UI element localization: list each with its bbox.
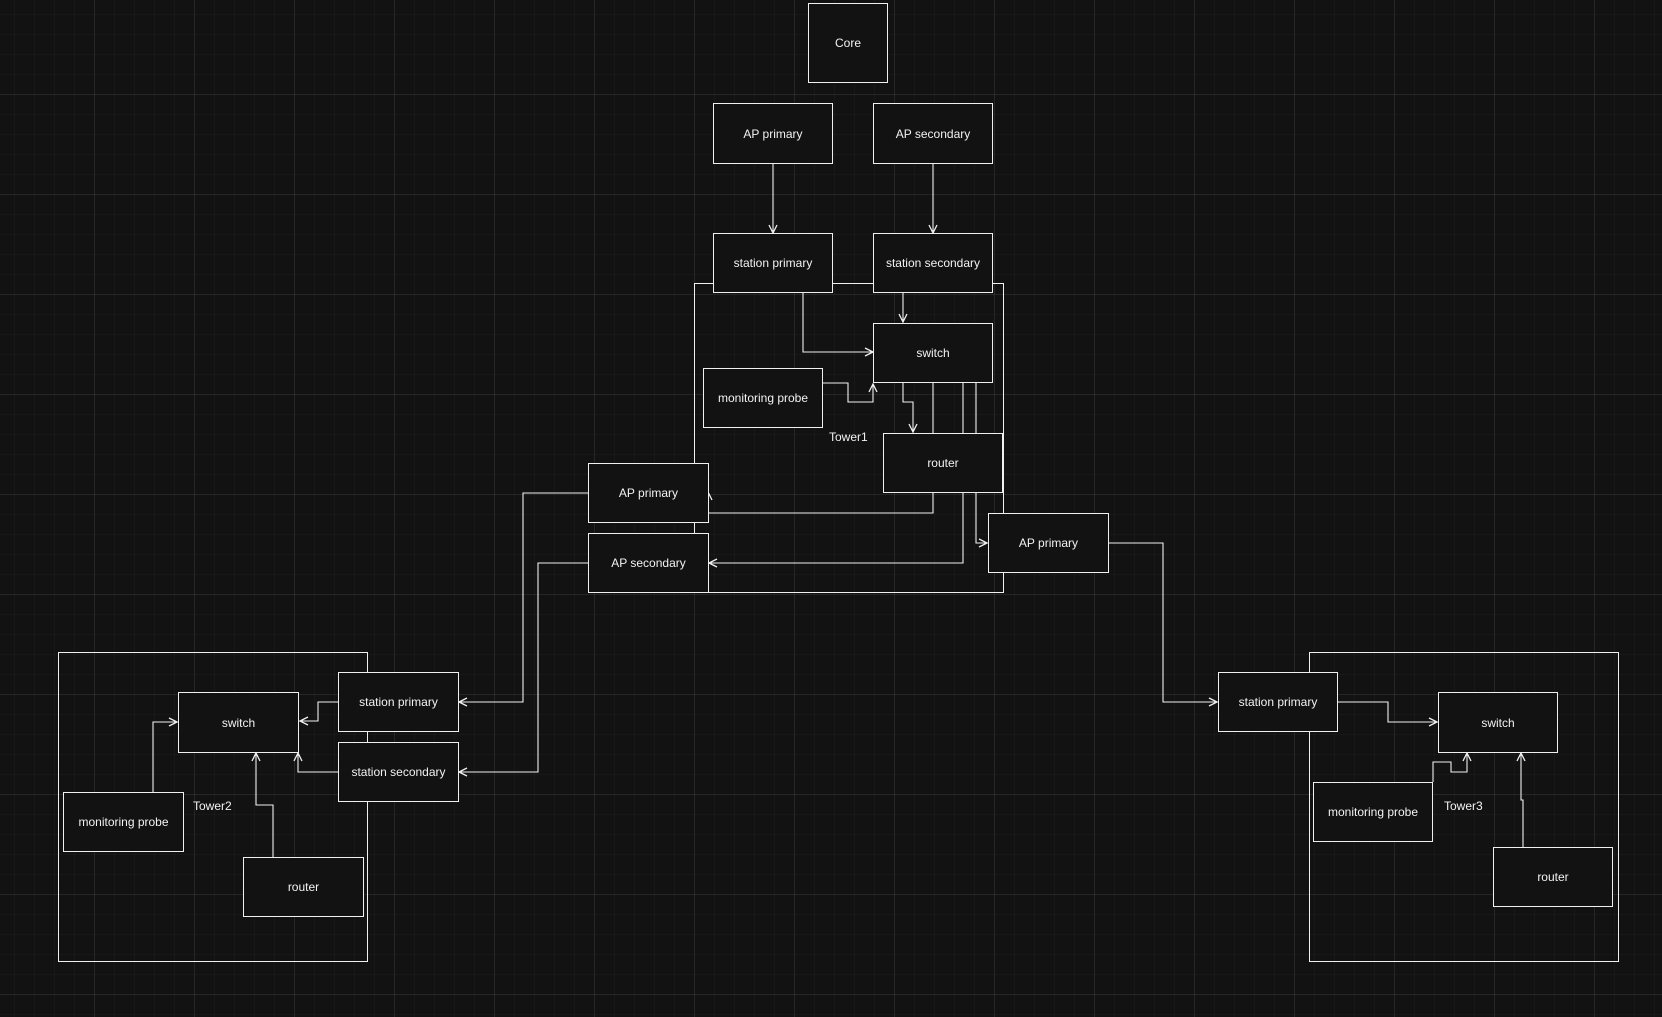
edge-t3-router-to-switch[interactable]	[1521, 753, 1523, 847]
tower2-station-secondary-node[interactable]: station secondary	[338, 742, 459, 802]
edge-t2-station-secondary-to-switch[interactable]	[298, 753, 338, 773]
tower3-label: Tower3	[1444, 799, 1483, 813]
top-ap-secondary-node[interactable]: AP secondary	[873, 103, 993, 164]
tower1-switch-node[interactable]: switch	[873, 323, 993, 383]
edge-t3-probe-to-switch[interactable]	[1432, 753, 1467, 782]
tower2-router-node[interactable]: router	[243, 857, 364, 917]
tower1-router-node[interactable]: router	[883, 433, 1003, 493]
edge-t1-switch-to-router[interactable]	[902, 382, 913, 432]
tower3-group[interactable]	[1309, 652, 1619, 962]
tower1-ap-primary-left-node[interactable]: AP primary	[588, 463, 709, 523]
tower1-ap-secondary-left-node[interactable]: AP secondary	[588, 533, 709, 593]
core-node[interactable]: Core	[808, 3, 888, 83]
tower2-group[interactable]	[58, 652, 368, 962]
tower2-label: Tower2	[193, 799, 232, 813]
tower2-switch-node[interactable]: switch	[178, 692, 299, 753]
tower1-monitoring-probe-node[interactable]: monitoring probe	[703, 368, 823, 428]
tower1-station-secondary-node[interactable]: station secondary	[873, 233, 993, 293]
tower3-switch-node[interactable]: switch	[1438, 692, 1558, 753]
edge-t1-ap-secondary-to-t2-station-secondary[interactable]	[459, 562, 588, 772]
tower1-label: Tower1	[829, 430, 868, 444]
edge-t2-probe-to-switch[interactable]	[152, 722, 177, 792]
edge-t3-station-primary-to-switch[interactable]	[1338, 701, 1437, 722]
tower3-monitoring-probe-node[interactable]: monitoring probe	[1313, 782, 1433, 842]
tower3-router-node[interactable]: router	[1493, 847, 1613, 907]
top-ap-primary-node[interactable]: AP primary	[713, 103, 833, 164]
tower1-station-primary-node[interactable]: station primary	[713, 233, 833, 293]
edge-t1-ap-primary-to-t2-station-primary[interactable]	[459, 492, 588, 702]
edge-t1-probe-to-switch[interactable]	[823, 382, 873, 403]
edge-t1-station-primary-to-switch[interactable]	[802, 293, 873, 352]
tower1-group[interactable]	[694, 283, 1004, 593]
tower1-ap-primary-right-node[interactable]: AP primary	[988, 513, 1109, 573]
edge-t2-router-to-switch[interactable]	[256, 753, 274, 857]
tower2-monitoring-probe-node[interactable]: monitoring probe	[63, 792, 184, 852]
edge-t2-station-primary-to-switch[interactable]	[300, 701, 338, 721]
edge-t1-ap-primary-right-to-t3-station-primary[interactable]	[1109, 542, 1217, 702]
tower2-station-primary-node[interactable]: station primary	[338, 672, 459, 732]
tower3-station-primary-node[interactable]: station primary	[1218, 672, 1338, 732]
